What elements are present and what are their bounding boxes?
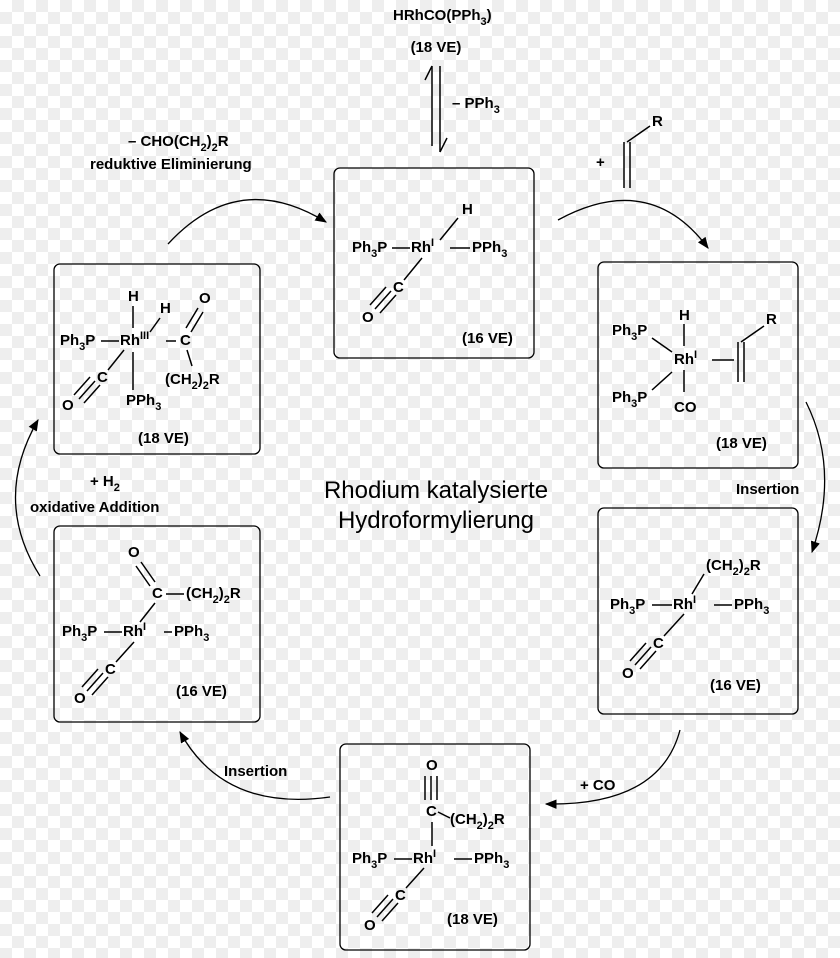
complex-box-2: H Ph3P RhI R Ph3P CO (18 VE) [597,261,799,469]
precursor-ve-label: (18 VE) [411,39,462,56]
equilibrium-arrow [424,65,448,153]
minus-pph3-label: – PPh3 [452,95,500,116]
rhodium-center: RhI [411,237,434,256]
carbonyl-c: C [393,279,404,296]
diagram-title-line-2: Hydroformylierung [338,507,534,534]
alkyl-r: R [766,311,777,328]
hydride-h: H [462,201,473,218]
complex-box-1: H Ph3P RhI PPh3 C O (16 VE) [333,167,535,359]
hydride-h: H [679,307,690,324]
carbonyl-c: C [97,369,108,386]
ve-label-box-4: (18 VE) [447,911,498,928]
ve-label-box-3: (16 VE) [710,677,761,694]
arrow-oxidative-addition [14,418,41,577]
ve-label-box-2: (18 VE) [716,435,767,452]
carbonyl-c: C [105,661,116,678]
acyl-o: O [128,544,140,561]
alkyl-chain: (CH2)2R [186,585,241,606]
ve-label-box-5: (16 VE) [176,683,227,700]
ligand-pph3-lower: PPh3 [126,392,161,413]
ligand-pph3-lower: Ph3P [612,389,647,410]
ligand-pph3-left: Ph3P [352,850,387,871]
ligand-pph3-left: Ph3P [62,623,97,644]
alkyl-chain: (CH2)2R [165,371,220,392]
plus-sign-alkene: + [596,154,605,171]
ve-label-box-1: (16 VE) [462,330,513,347]
complex-box-3: (CH2)2R Ph3P RhI PPh3 C O (16 VE) [597,507,799,715]
arrow-insertion-1 [805,401,826,554]
ligand-pph3-right: PPh3 [474,850,509,871]
carbonyl-o: O [62,397,74,414]
arrow-co-addition [544,729,681,809]
complex-box-5: O C (CH2)2R Ph3P RhI PPh3 C O (16 VE) [53,525,261,723]
carbonyl-o: O [364,917,376,934]
ligand-pph3-right: PPh3 [174,623,209,644]
aldehyde-release-label: – CHO(CH2)2R [128,133,229,154]
carbonyl-c: C [653,635,664,652]
ligand-pph3-left: Ph3P [352,239,387,260]
ligand-pph3-upper: Ph3P [612,322,647,343]
alkyl-chain: (CH2)2R [706,557,761,578]
arrow-alkene-coordination [557,199,709,249]
ligand-pph3-right: PPh3 [472,239,507,260]
hydride-h-2: H [160,300,171,317]
complex-box-4: O C (CH2)2R Ph3P RhI PPh3 C O (18 VE) [339,743,531,951]
rhodium-center: RhI [123,621,146,640]
carbonyl-o: O [362,309,374,326]
carbonyl-co: CO [674,399,697,416]
arrow-reductive-elimination [167,198,327,245]
acyl-c: C [180,332,191,349]
acyl-o: O [199,290,211,307]
carbonyl-o: O [622,665,634,682]
ligand-pph3-right: PPh3 [734,596,769,617]
plus-co-label: + CO [580,777,616,794]
complex-box-6: H H O Ph3P RhIII C (CH2)2R PPh3 C O (18 … [53,263,261,455]
rhodium-center: RhI [413,848,436,867]
alkene-reactant: R [623,113,663,188]
rhodium-center: RhIII [120,330,149,349]
diagram-title-line-1: Rhodium katalysierte [324,477,548,504]
precursor-formula: HRhCO(PPh3) [393,7,492,28]
alkyl-chain: (CH2)2R [450,811,505,832]
acyl-o: O [426,757,438,774]
acyl-c: C [426,803,437,820]
ligand-pph3-left: Ph3P [610,596,645,617]
reductive-elimination-label: reduktive Eliminierung [90,156,252,173]
ligand-pph3-left: Ph3P [60,332,95,353]
ve-label-box-6: (18 VE) [138,430,189,447]
svg-text:R: R [652,113,663,130]
rhodium-center: RhI [674,349,697,368]
rhodium-center: RhI [673,594,696,613]
hydride-h-1: H [128,288,139,305]
insertion-label-2: Insertion [224,763,287,780]
carbonyl-o: O [74,690,86,707]
acyl-c: C [152,585,163,602]
plus-h2-label: + H2 [90,473,120,494]
oxidative-addition-label: oxidative Addition [30,499,159,516]
insertion-label-1: Insertion [736,481,799,498]
arrow-insertion-2 [179,730,331,800]
carbonyl-c: C [395,887,406,904]
